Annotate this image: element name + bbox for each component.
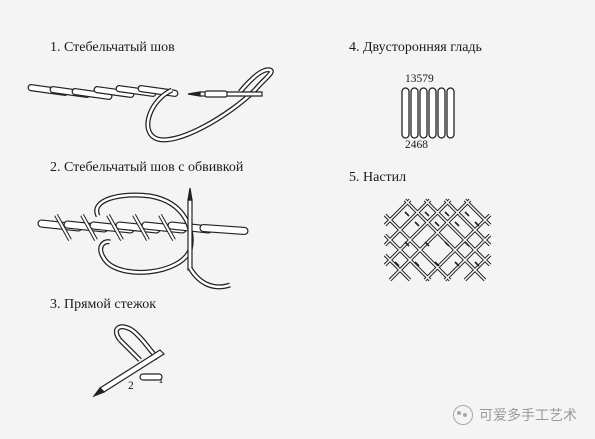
straight-mark-2: 2 — [128, 380, 134, 392]
wechat-icon — [453, 405, 473, 425]
stitch-3-title: 3. Прямой стежок — [50, 297, 157, 312]
stitch-2-title: 2. Стебельчатый шов с обвивкой — [50, 160, 244, 175]
satin-bottom-numbers: 2468 — [405, 139, 428, 151]
stitch-4-title: 4. Двусторонняя гладь — [349, 40, 482, 55]
watermark: 可爱多手工艺术 — [453, 405, 577, 425]
stitch-1-title: 1. Стебельчатый шов — [50, 40, 175, 55]
trellis-figure — [383, 198, 492, 282]
stem-stitch-figure — [27, 67, 274, 143]
satin-stitch-figure — [401, 87, 455, 139]
watermark-text: 可爱多手工艺术 — [479, 408, 577, 424]
stitch-5-title: 5. Настил — [349, 170, 407, 185]
satin-top-numbers: 13579 — [405, 73, 434, 85]
whipped-stem-figure — [37, 187, 249, 290]
straight-stitch-figure — [92, 324, 165, 398]
